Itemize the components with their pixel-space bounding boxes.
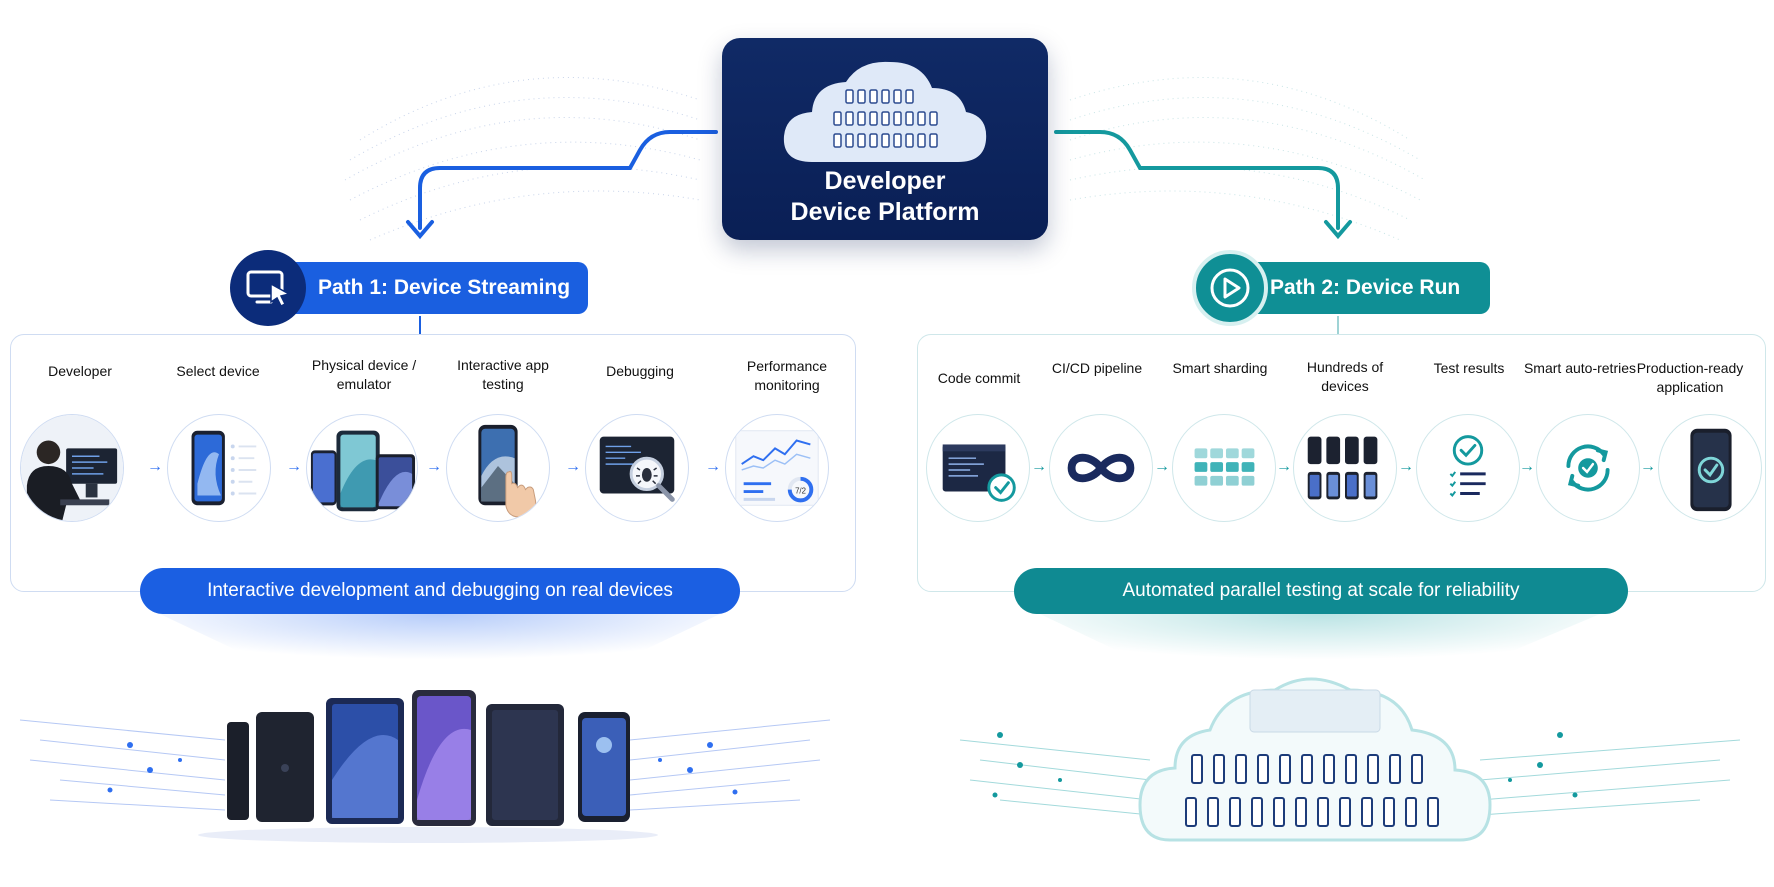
path2-step-code-commit-label: Code commit: [937, 370, 1021, 386]
infinity-loop-icon: [1049, 414, 1153, 522]
path2-step-sharding-label: Smart sharding: [1172, 360, 1268, 376]
path1-step-physical-device-label: Physical device / emulator: [311, 357, 417, 392]
path2-arrow-6: →: [1640, 458, 1656, 475]
phone-device-list-icon: [167, 414, 271, 522]
path2-arrow-3: →: [1276, 458, 1292, 475]
server-slots-row-2: [1185, 797, 1439, 827]
path2-step-production-label: Production-ready application: [1636, 360, 1744, 395]
gauge-text: 7/2: [795, 487, 806, 496]
path1-step-select-device-label: Select device: [176, 363, 260, 379]
path2-arrow-2: →: [1154, 458, 1170, 475]
path1-arrow-2: →: [286, 458, 302, 475]
path1-step-debugging-label: Debugging: [606, 363, 674, 379]
path2-arrow-4: →: [1398, 458, 1414, 475]
retry-check-icon: [1536, 414, 1640, 522]
device-grid-icon: [1293, 414, 1397, 522]
path1-step-developer-label: Developer: [48, 363, 112, 379]
path1-arrow-3: →: [426, 458, 442, 475]
hand-touching-phone-icon: [446, 414, 550, 522]
connector-left: [418, 130, 718, 230]
path2-step-hundreds-devices-label: Hundreds of devices: [1306, 359, 1384, 394]
teal-glow-cone: [1040, 614, 1600, 690]
path2-step-auto-retries-label: Smart auto-retries: [1523, 360, 1637, 376]
path1-summary-banner: Interactive development and debugging on…: [140, 568, 740, 614]
path2-label: Path 2: Device Run: [1270, 276, 1461, 299]
developer-device-platform-box: Developer Device Platform: [722, 38, 1048, 240]
path1-arrow-1: →: [147, 458, 163, 475]
shard-grid-icon: [1172, 414, 1276, 522]
server-slots-row-1: [1191, 754, 1423, 784]
cloud-server-icon: [783, 61, 987, 163]
monitor-cursor-icon: [230, 250, 306, 326]
path2-banner-text: Automated parallel testing at scale for …: [1122, 580, 1520, 601]
connector-left-arrowhead: [406, 220, 434, 240]
bug-magnifier-icon: [585, 414, 689, 522]
play-icon: [1192, 250, 1268, 326]
dotted-wave-right: [1069, 77, 1426, 241]
dotted-wave-left: [344, 77, 701, 241]
path2-arrow-1: →: [1031, 458, 1047, 475]
platform-title: Developer Device Platform: [722, 166, 1048, 228]
path2-step-test-results-label: Test results: [1433, 360, 1505, 376]
path2-step-cicd-label: CI/CD pipeline: [1051, 360, 1143, 376]
connector-right: [1054, 130, 1340, 230]
dashboard-charts-icon: 7/2: [725, 414, 829, 522]
phone-check-icon: [1658, 414, 1762, 522]
path1-banner-text: Interactive development and debugging on…: [207, 580, 673, 601]
path1-step-interactive-testing-label: Interactive app testing: [457, 357, 549, 392]
platform-title-line1: Developer: [824, 167, 946, 195]
path1-arrow-4: →: [565, 458, 581, 475]
path1-arrow-5: →: [705, 458, 721, 475]
device-lineup-light-rays: [19, 719, 831, 811]
device-lineup-illustration: [19, 690, 831, 843]
path2-header: Path 2: Device Run: [1220, 262, 1490, 314]
path2-arrow-5: →: [1519, 458, 1535, 475]
path1-header: Path 1: Device Streaming: [258, 262, 588, 314]
developer-workstation-icon: [20, 414, 124, 522]
cloud-server-illustration: [959, 677, 1741, 842]
cloud-server-light-rays: [959, 739, 1741, 816]
connector-right-arrowhead: [1324, 220, 1352, 240]
device-lineup-icon: [306, 414, 418, 522]
path1-step-performance-label: Performance monitoring: [746, 358, 828, 393]
checklist-icon: [1416, 414, 1520, 522]
code-window-check-icon: [926, 414, 1030, 522]
path2-summary-banner: Automated parallel testing at scale for …: [1014, 568, 1628, 614]
blue-glow-cone: [160, 614, 720, 690]
path1-label: Path 1: Device Streaming: [318, 276, 571, 299]
platform-title-line2: Device Platform: [790, 198, 980, 226]
